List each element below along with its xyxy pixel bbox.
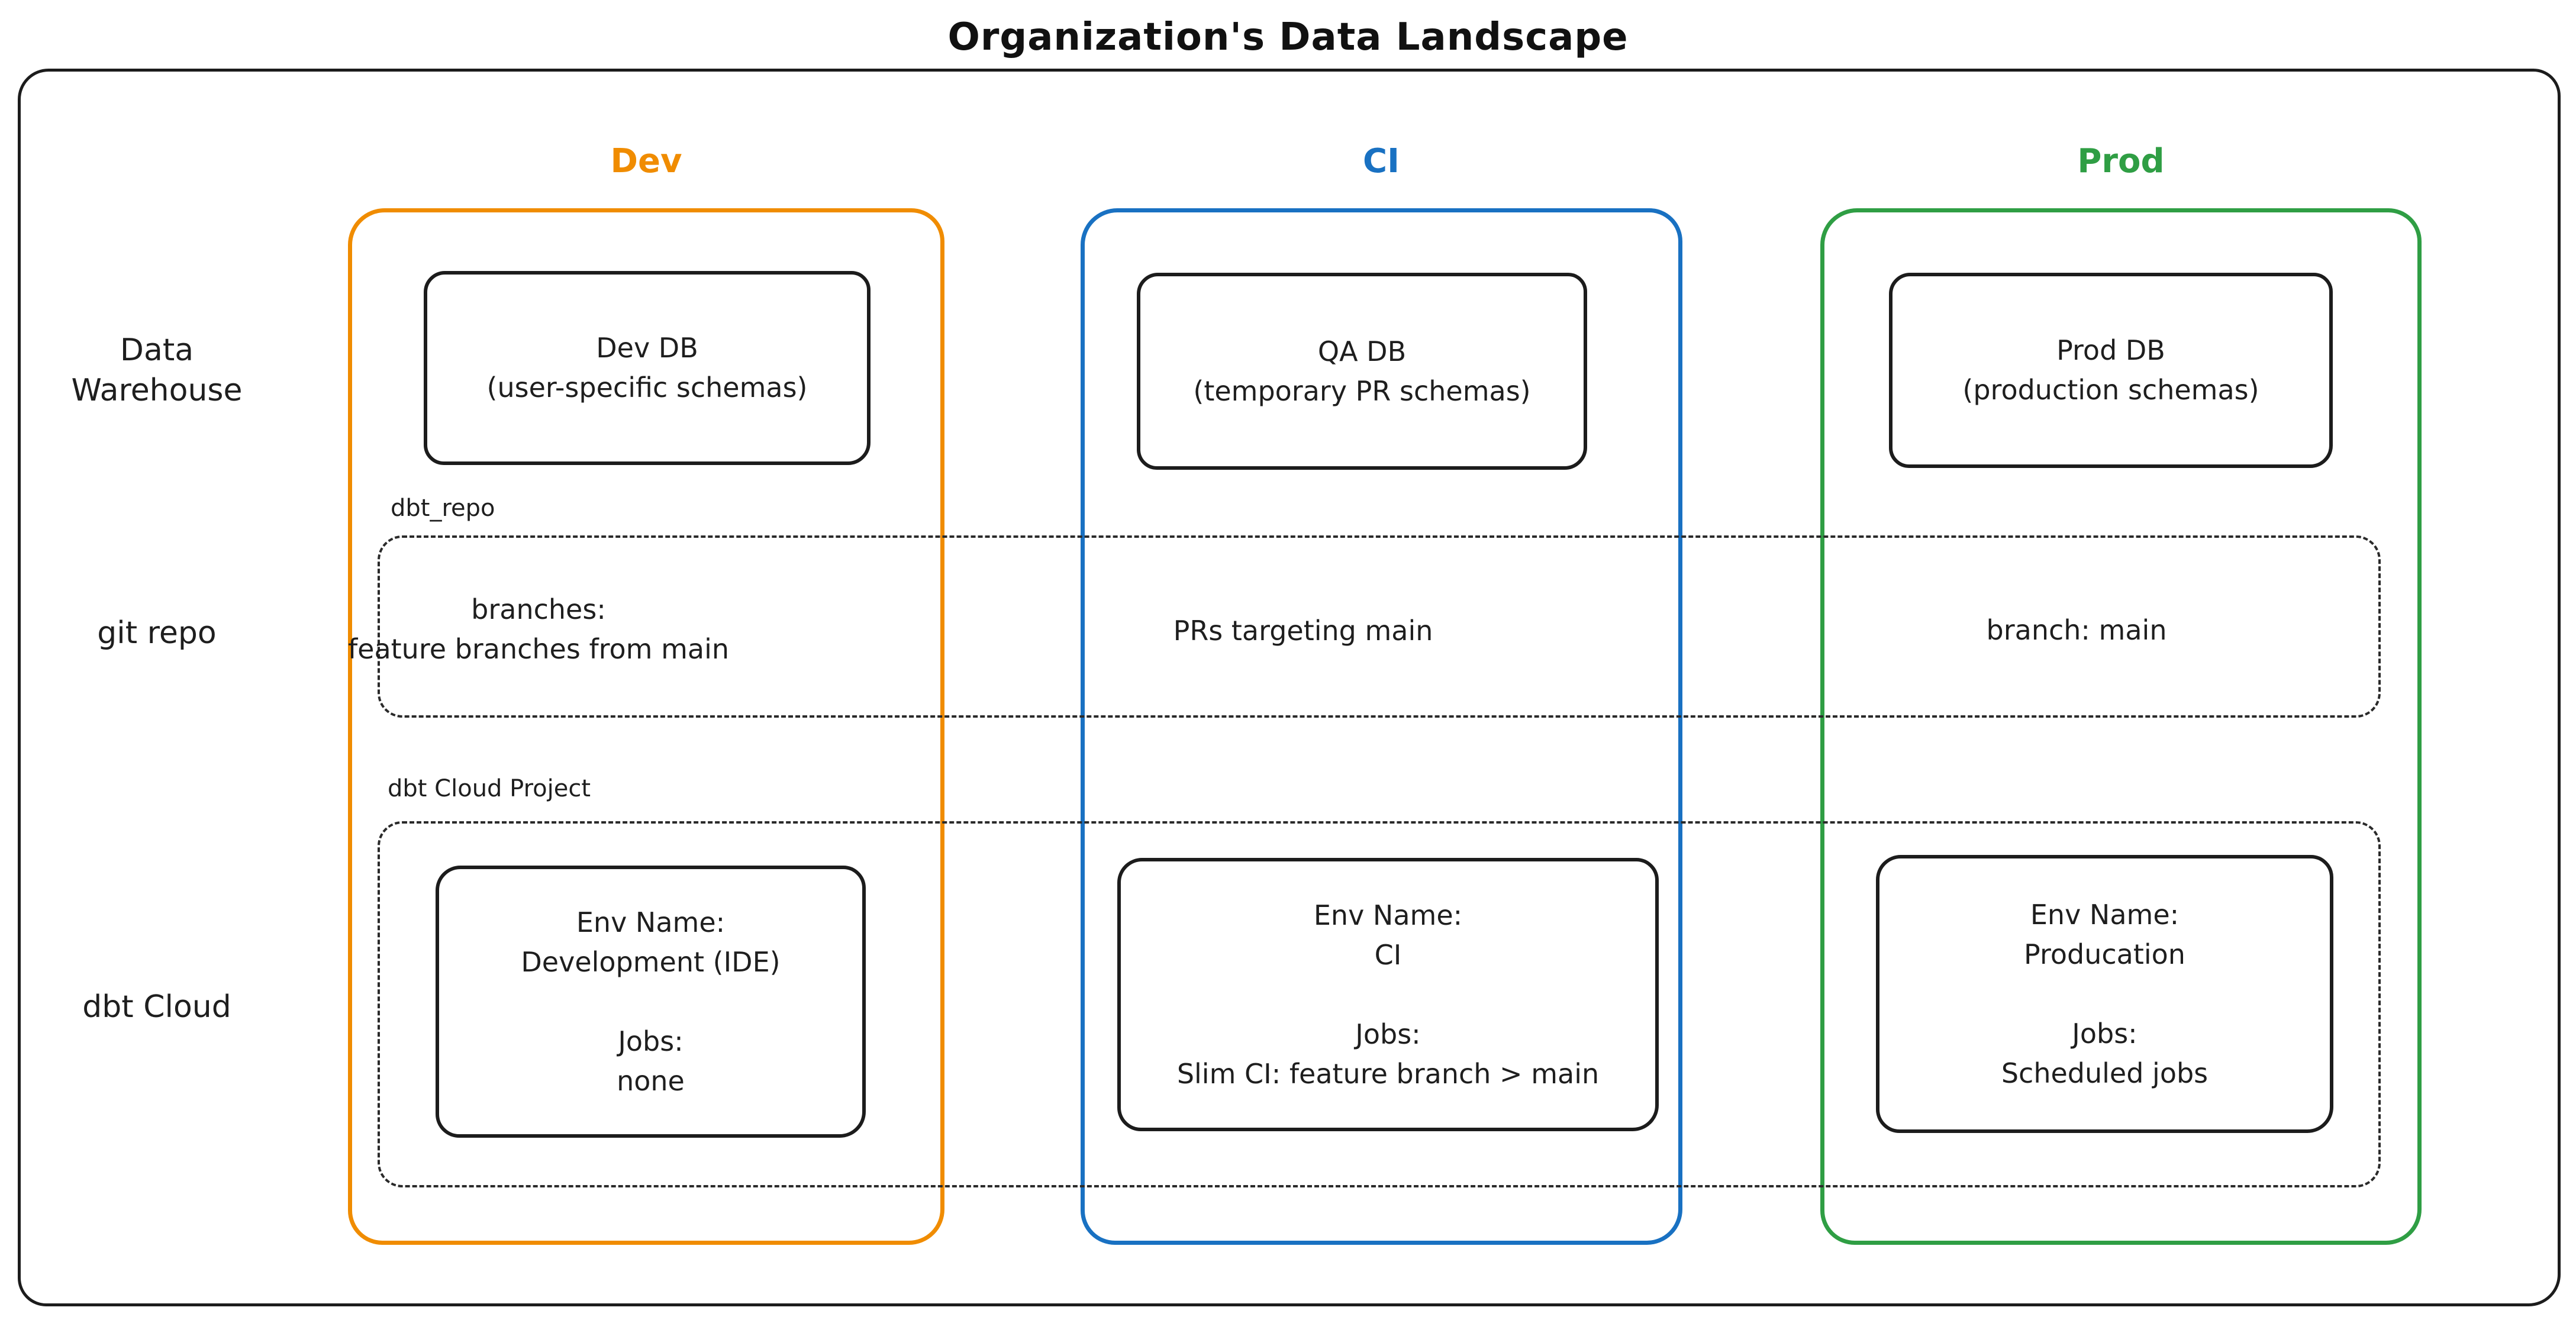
row-label-git-repo: git repo bbox=[97, 615, 217, 651]
git-ci-prs-text: PRs targeting main bbox=[1173, 615, 1433, 647]
row-label-dbt-cloud: dbt Cloud bbox=[82, 989, 231, 1025]
qa-db-label: QA DB (temporary PR schemas) bbox=[1193, 335, 1531, 407]
dbt-cloud-project-group-label: dbt Cloud Project bbox=[388, 775, 591, 802]
git-prod-branch-text: branch: main bbox=[1986, 614, 2167, 646]
dev-column-box bbox=[348, 208, 944, 1245]
ci-env-box: Env Name: CI Jobs: Slim CI: feature bran… bbox=[1117, 858, 1659, 1131]
prod-db-box: Prod DB (production schemas) bbox=[1889, 273, 2333, 468]
dbt-repo-group-label: dbt_repo bbox=[391, 495, 495, 522]
dev-env-label: Env Name: Development (IDE) Jobs: none bbox=[521, 906, 781, 1097]
column-header-dev: Dev bbox=[610, 142, 682, 180]
dev-db-label: Dev DB (user-specific schemas) bbox=[486, 332, 808, 404]
column-header-ci: CI bbox=[1363, 142, 1400, 180]
dev-db-box: Dev DB (user-specific schemas) bbox=[424, 271, 871, 465]
qa-db-box: QA DB (temporary PR schemas) bbox=[1137, 273, 1587, 470]
row-label-data-warehouse: Data Warehouse bbox=[71, 333, 243, 408]
prod-env-box: Env Name: Producation Jobs: Scheduled jo… bbox=[1876, 855, 2333, 1133]
prod-db-label: Prod DB (production schemas) bbox=[1962, 334, 2259, 406]
dbt-cloud-project-group bbox=[378, 821, 2381, 1187]
ci-env-label: Env Name: CI Jobs: Slim CI: feature bran… bbox=[1176, 899, 1600, 1090]
column-header-prod: Prod bbox=[2077, 142, 2165, 180]
prod-column-box bbox=[1820, 208, 2422, 1245]
dbt-repo-group bbox=[378, 535, 2381, 718]
diagram-title: Organization's Data Landscape bbox=[947, 15, 1629, 59]
landscape-outer-frame bbox=[18, 69, 2561, 1306]
ci-column-box bbox=[1081, 208, 1682, 1245]
prod-env-label: Env Name: Producation Jobs: Scheduled jo… bbox=[2001, 898, 2209, 1089]
git-dev-branches-text: branches: feature branches from main bbox=[347, 593, 730, 665]
dev-env-box: Env Name: Development (IDE) Jobs: none bbox=[436, 866, 866, 1138]
